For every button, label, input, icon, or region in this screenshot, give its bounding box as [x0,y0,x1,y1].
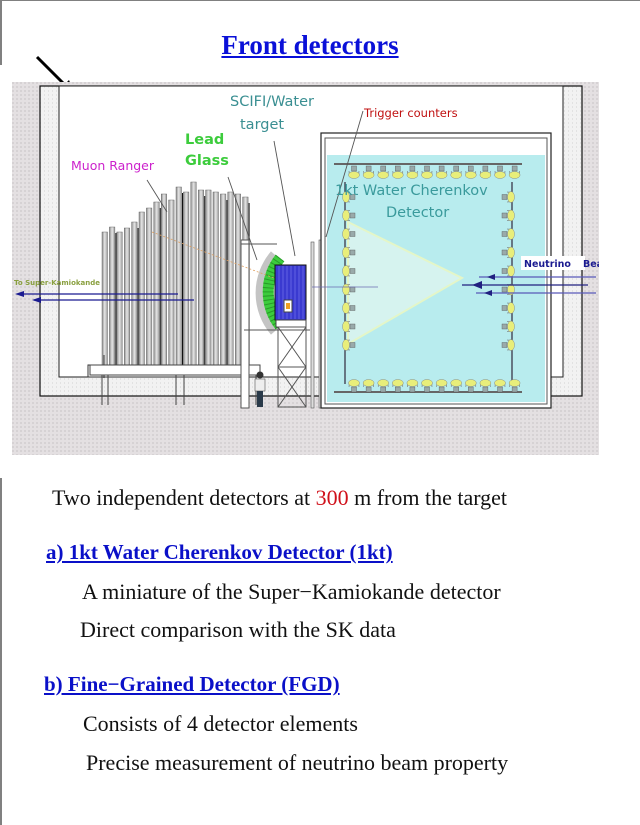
pmt-icon [421,165,433,179]
pmt-icon [406,379,419,393]
section-heading-1kt: a) 1kt Water Cherenkov Detector (1kt) [46,540,393,564]
pmt-icon [342,191,356,203]
pmt-icon [501,265,515,277]
pmt-icon [501,339,515,351]
detector-diagram: SCIFI/Water target Lead Glass Muon Range… [12,82,599,455]
muon-ranger-plate [227,191,234,366]
pmt-icon [377,379,389,393]
label-muon-ranger: Muon Ranger [71,158,155,173]
label-scifi-line2: target [240,117,284,133]
muon-ranger-plate [212,191,219,366]
pmt-icon [494,165,506,179]
pmt-icon [479,379,492,393]
muon-ranger-plate [153,201,160,366]
muon-ranger-plate [220,193,227,366]
intro-line: Two independent detectors at 300 m from … [52,485,507,511]
pmt-icon [465,165,477,179]
muon-ranger-plate [101,231,108,366]
muon-ranger-plate [183,191,190,366]
pmt-icon [450,379,462,393]
pmt-icon [342,265,356,277]
muon-ranger-plate [205,189,212,366]
muon-ranger-plate [109,226,116,366]
intro-text-after: m from the target [348,485,508,510]
pmt-icon [421,379,433,393]
pmt-icon [342,246,356,259]
pmt-icon [508,379,521,393]
pmt-icon [392,379,404,393]
intro-text-before: Two independent detectors at [52,485,316,510]
pmt-icon [377,165,389,179]
muon-ranger-plate [123,227,130,366]
pmt-icon [501,246,515,259]
pmt-icon [465,379,477,393]
pmt-icon [342,302,356,314]
muon-ranger-plate [116,231,123,366]
pmt-icon [392,165,404,179]
pmt-icon [348,165,360,179]
section-heading-fgd: b) Fine−Grained Detector (FGD) [44,672,340,696]
person-figure [254,371,266,407]
muon-ranger-plate [197,189,204,366]
pmt-icon [342,339,356,351]
section-fgd-point-2: Precise measurement of neutrino beam pro… [86,750,509,775]
pmt-icon [501,191,515,203]
section-fgd-point-1: Consists of 4 detector elements [83,711,358,736]
muon-ranger-plate [234,193,241,366]
pmt-icon [348,379,360,393]
pmt-icon [501,320,515,333]
to-sk-arrows [15,231,275,303]
pmt-icon [501,302,515,314]
muon-ranger-plate [168,199,175,366]
pmt-icon [501,283,515,296]
water-cherenkov-tank [320,132,552,409]
section-1kt-point-1: A miniature of the Super−Kamiokande dete… [82,579,501,604]
slide-title: Front detectors [221,30,399,60]
label-cherenkov-line2: Detector [386,205,449,221]
pmt-icon [479,165,492,179]
section-1kt-point-2: Direct comparison with the SK data [80,617,396,642]
pmt-icon [342,209,356,222]
label-trigger-counters: Trigger counters [363,106,458,120]
pmt-icon [501,228,515,240]
muon-ranger-plate [146,207,153,366]
pmt-icon [435,379,448,393]
pmt-icon [435,165,448,179]
label-beam: Beam [583,259,599,270]
scifi-water-target [274,264,307,408]
label-scifi-line1: SCIFI/Water [230,94,314,110]
label-lead-glass-line1: Lead [185,132,224,148]
slide-frame-left [0,0,2,65]
cherenkov-cone [347,220,465,346]
label-neutrino: Neutrino [524,259,571,270]
pmt-icon [406,165,419,179]
label-cherenkov-line1: 1kt Water Cherenkov [335,183,488,199]
label-lead-glass-line2: Glass [185,153,229,169]
pmt-icon [362,379,375,393]
pmt-icon [342,228,356,240]
pmt-icon [508,165,521,179]
muon-ranger-plate [138,211,145,366]
neutrino-beam-arrows [312,274,596,296]
pmt-icon [450,165,462,179]
distance-value: 300 [315,485,349,510]
pmt-icon [494,379,506,393]
muon-ranger-plate [175,186,182,366]
pmt-icon [342,320,356,333]
slide-frame-left-lower [0,478,2,825]
pmt-icon [362,165,375,179]
slide-frame-top [0,0,640,1]
label-to-super-kamiokande: To Super-Kamiokande [14,279,100,287]
pmt-icon [501,209,515,222]
muon-ranger-plate [190,181,197,366]
leader-lines [146,110,364,261]
muon-ranger-plate [160,193,167,366]
